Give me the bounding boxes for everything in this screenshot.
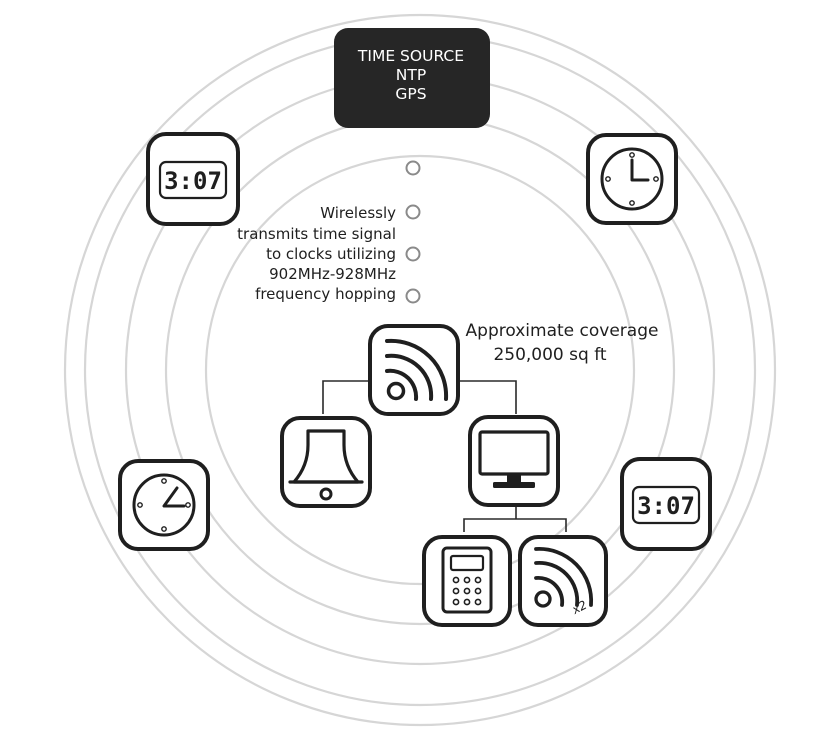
- description-line-5: frequency hopping: [255, 285, 396, 303]
- repeater-multiplier-label: x2: [569, 598, 589, 618]
- description-text: Wirelessly transmits time signal to cloc…: [237, 204, 396, 303]
- description-line-1: Wirelessly: [320, 204, 396, 222]
- digital-clock-digits-2: 3:07: [637, 492, 695, 520]
- computer-monitor-icon: [468, 415, 560, 507]
- connector-lines: [322, 380, 567, 532]
- analog-clock-bottom-left: [118, 459, 210, 551]
- description-line-2: transmits time signal: [237, 225, 396, 243]
- bell-icon: [280, 416, 372, 508]
- digital-clock-top-left: 3:07: [146, 132, 240, 226]
- time-source-line-2: NTP: [396, 66, 426, 84]
- time-source-line-3: GPS: [395, 85, 426, 103]
- coverage-text: Approximate coverage 250,000 sq ft: [466, 321, 659, 365]
- signal-dots: [405, 160, 421, 304]
- wifi-transmitter-icon: [368, 324, 460, 416]
- wifi-repeater-icon: x2: [518, 535, 608, 627]
- time-source-box: TIME SOURCE NTP GPS: [334, 28, 490, 128]
- digital-clock-digits: 3:07: [164, 167, 222, 195]
- description-line-4: 902MHz-928MHz: [269, 265, 396, 283]
- coverage-line-2: 250,000 sq ft: [493, 345, 606, 365]
- analog-clock-top-right: [586, 133, 678, 225]
- coverage-line-1: Approximate coverage: [466, 321, 659, 341]
- keypad-icon: [422, 535, 512, 627]
- time-source-line-1: TIME SOURCE: [357, 47, 464, 65]
- digital-clock-bottom-right: 3:07: [620, 457, 712, 551]
- description-line-3: to clocks utilizing: [266, 245, 396, 263]
